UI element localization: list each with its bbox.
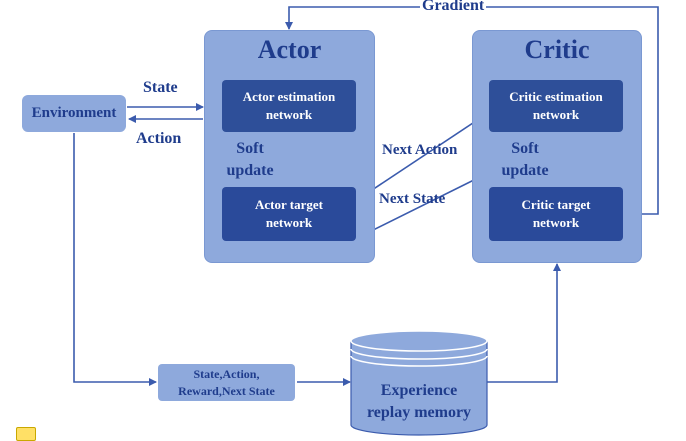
next-state-label: Next State — [379, 191, 446, 207]
gradient-label: Gradient — [420, 0, 487, 15]
critic-soft-update-label: Soft update — [501, 140, 549, 179]
actor-target-network: Actor target network — [222, 187, 356, 241]
memory-to-critic-arrow — [487, 263, 561, 383]
gradient-arrow — [285, 6, 659, 215]
next-state-arrow — [358, 171, 491, 238]
actor-soft-update-label: Soft update — [226, 140, 274, 179]
actor-title: Actor — [257, 35, 322, 64]
state-label: State — [143, 79, 178, 96]
memory-cylinder — [350, 330, 488, 436]
environment-box: Environment — [22, 95, 126, 132]
critic-target-network: Critic target network — [489, 187, 623, 241]
note-icon[interactable] — [16, 427, 36, 441]
critic-estimation-network: Critic estimation network — [489, 80, 623, 132]
env-to-transition-arrow — [73, 133, 157, 386]
critic-title: Critic — [524, 35, 590, 64]
memory-label: Experience replay memory — [366, 382, 472, 421]
transition-box: State,Action, Reward,Next State — [158, 364, 295, 401]
action-label: Action — [136, 130, 182, 147]
next-action-arrow — [356, 112, 489, 201]
next-action-label: Next Action — [382, 142, 458, 158]
actor-estimation-network: Actor estimation network — [222, 80, 356, 132]
